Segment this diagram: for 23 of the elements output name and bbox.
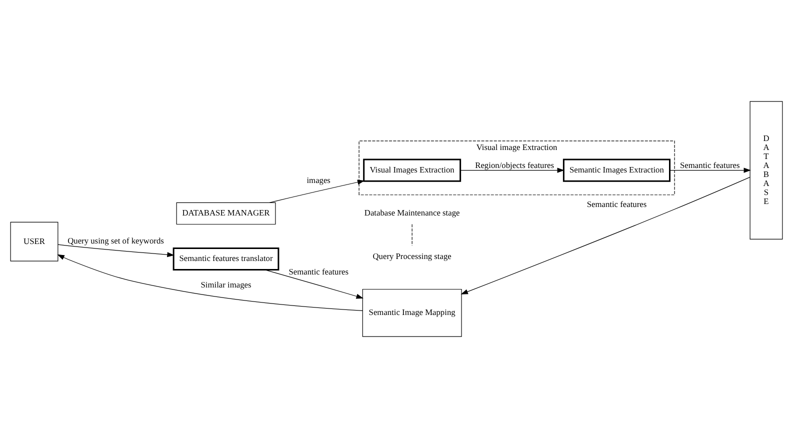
node-box: DATABASE MANAGER <box>176 202 276 225</box>
arrow <box>58 244 174 258</box>
edge-label: Region/objects features <box>475 161 554 170</box>
node-box: Visual Images Extraction <box>363 158 462 182</box>
node-box: Semantic Images Extraction <box>562 158 670 182</box>
edge-label: Semantic features <box>586 200 647 209</box>
arrow <box>57 254 363 311</box>
node-box: USER <box>10 222 58 262</box>
arrow <box>269 180 365 203</box>
node-box: D A T A B A S E <box>750 101 783 240</box>
edge-label: images <box>306 176 330 186</box>
node-box: Semantic features translator <box>172 247 280 271</box>
label: Database Maintenance stage <box>364 208 460 218</box>
arrow <box>670 168 751 173</box>
label: Query Processing stage <box>372 252 452 261</box>
arrow <box>264 270 364 299</box>
edge-label: Semantic features <box>680 161 740 170</box>
edge-label: Query using set of keywords <box>68 236 164 246</box>
node-box: Semantic Image Mapping <box>362 288 462 337</box>
arrow <box>460 176 750 294</box>
edge-label: Semantic features <box>288 268 348 277</box>
edge-label: Similar images <box>200 280 252 290</box>
arrow <box>460 168 564 173</box>
